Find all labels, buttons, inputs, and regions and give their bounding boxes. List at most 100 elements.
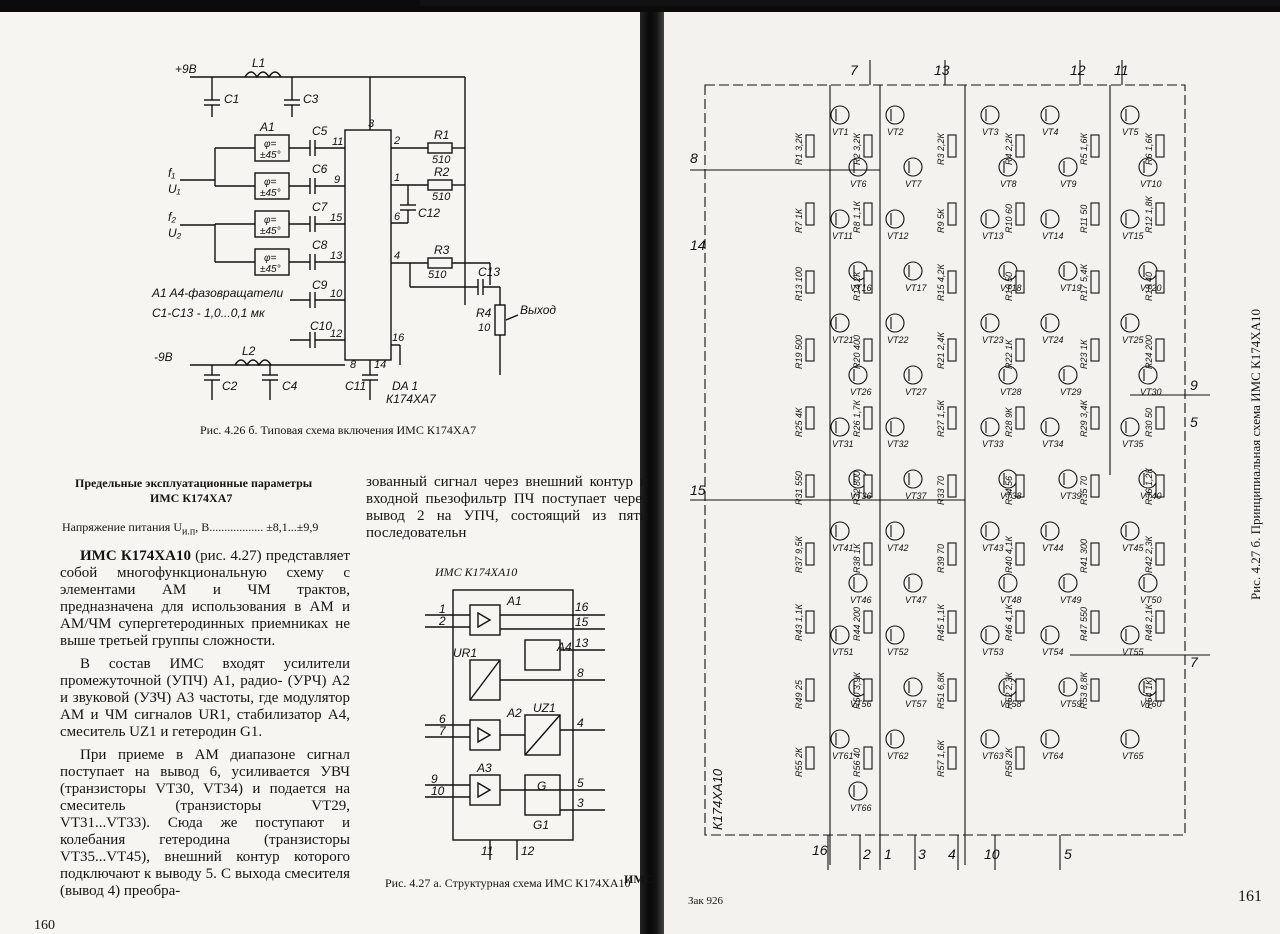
resistor xyxy=(947,678,957,702)
transistor-label: VT55 xyxy=(1122,647,1145,657)
resistor xyxy=(947,746,957,770)
figure-4-27a-block-diagram: A1 A2 A3 UR1 A4 UZ1 G G1 1 2 6 7 9 10 16… xyxy=(425,589,605,860)
transistor-vt11 xyxy=(830,209,850,229)
resistor xyxy=(1090,678,1100,702)
block-uz1: UZ1 xyxy=(533,701,556,715)
resistor-label: R22 1К xyxy=(1004,339,1014,369)
resistor-label: R36 1,2К xyxy=(1144,467,1154,505)
deg-2: ±45° xyxy=(260,188,281,199)
block-a2: A2 xyxy=(506,706,522,720)
p1-text: (рис. 4.27) представляет собой многофунк… xyxy=(60,548,350,649)
resistor xyxy=(1015,134,1025,158)
label-c11: C11 xyxy=(345,379,366,393)
block-g: G xyxy=(537,779,546,793)
transistor-vt55 xyxy=(1120,625,1140,645)
pin427-13: 13 xyxy=(575,636,589,650)
resistor xyxy=(863,746,873,770)
resistor-label: R48 2,1К xyxy=(1144,603,1154,641)
resistor-label: R27 1,5К xyxy=(936,399,946,437)
resistor xyxy=(863,270,873,294)
resistor-label: R12 1,8К xyxy=(1144,195,1154,233)
label-c8: C8 xyxy=(312,238,328,252)
resistor-label: R49 25 xyxy=(794,679,804,709)
transistor-vt7 xyxy=(903,157,923,177)
resistor-label: R3 2,2К xyxy=(936,132,946,165)
resistor-label: R35 70 xyxy=(1079,476,1089,505)
paragraph-2: В состав ИМС входят усилители промежуточ… xyxy=(60,656,350,740)
pin-13: 13 xyxy=(330,250,343,262)
transistor-label: VT38 xyxy=(1000,491,1022,501)
transistor-label: VT16 xyxy=(850,283,872,293)
pin-10: 10 xyxy=(330,288,343,300)
resistor xyxy=(1015,474,1025,498)
transistor-vt4 xyxy=(1040,105,1060,125)
pin-top-13: 13 xyxy=(934,62,950,78)
pin-top-12: 12 xyxy=(1070,62,1086,78)
transistor-label: VT56 xyxy=(850,699,872,709)
transistor-label: VT8 xyxy=(1000,179,1017,189)
pin-1: 1 xyxy=(394,172,400,184)
transistor-vt49 xyxy=(1058,573,1078,593)
transistor-label: VT2 xyxy=(887,127,904,137)
pin-12: 12 xyxy=(330,328,342,340)
resistor-label: R42 2,3К xyxy=(1144,535,1154,573)
resistor-label: R55 2К xyxy=(794,747,804,777)
fig427a-title: ИМС К174ХА10 xyxy=(435,565,518,579)
resistor-label: R18 40 xyxy=(1144,272,1154,301)
resistor-label: R32 800 xyxy=(852,471,862,505)
limits-value: , В.................. ±8,1...±9,9 xyxy=(195,520,319,534)
resistor xyxy=(1090,474,1100,498)
transistor-label: VT50 xyxy=(1140,595,1162,605)
transistor-vt24 xyxy=(1040,313,1060,333)
pin-4: 4 xyxy=(394,250,400,262)
limits-sub: и.п xyxy=(182,526,196,538)
resistor-label: R6 1,6К xyxy=(1144,132,1154,165)
transistor-label: VT3 xyxy=(982,127,999,137)
transistor-label: VT25 xyxy=(1122,335,1145,345)
resistor xyxy=(1015,338,1025,362)
transistor-vt25 xyxy=(1120,313,1140,333)
pin-15: 15 xyxy=(330,212,343,224)
resistor-label: R38 1К xyxy=(852,543,862,573)
block-a1: A1 xyxy=(506,594,522,608)
label-u1: U₁ xyxy=(168,182,181,196)
transistor-vt53 xyxy=(980,625,1000,645)
resistor xyxy=(863,134,873,158)
limits-title: Предельные эксплуатационные параметры xyxy=(75,476,313,490)
resistor-label: R19 500 xyxy=(794,335,804,369)
phi-4: φ= xyxy=(264,253,277,264)
resistor-label: R46 4,1К xyxy=(1004,603,1014,641)
phi-1: φ= xyxy=(264,139,277,150)
resistor-label: R33 70 xyxy=(936,476,946,505)
resistor-label: R13 100 xyxy=(794,267,804,301)
transistor-label: VT49 xyxy=(1060,595,1082,605)
transistor-vt61 xyxy=(830,729,850,749)
transistor-label: VT45 xyxy=(1122,543,1145,553)
resistor-label: R14 2К xyxy=(852,271,862,301)
transistor-label: VT44 xyxy=(1042,543,1064,553)
label-minus9: -9В xyxy=(154,350,173,364)
resistor xyxy=(1015,678,1025,702)
transistor-vt1 xyxy=(830,105,850,125)
caption-fig-4-27a: Рис. 4.27 а. Структурная схема ИМС К174Х… xyxy=(385,876,631,890)
print-stamp: Зак 926 xyxy=(688,895,723,907)
val-r2: 510 xyxy=(432,191,451,203)
resistor-label: R30 50 xyxy=(1144,408,1154,437)
transistor-label: VT61 xyxy=(832,751,854,761)
transistor-vt8 xyxy=(998,157,1018,177)
resistor xyxy=(1090,610,1100,634)
resistor xyxy=(1090,270,1100,294)
resistor xyxy=(805,134,815,158)
transistor-label: VT6 xyxy=(850,179,867,189)
resistor xyxy=(805,474,815,498)
transistor-vt10 xyxy=(1138,157,1158,177)
deg-4: ±45° xyxy=(260,264,281,275)
resistor-label: R54 1К xyxy=(1144,679,1154,709)
transistor-vt64 xyxy=(1040,729,1060,749)
transistor-vt33 xyxy=(980,417,1000,437)
transistor-label: VT32 xyxy=(887,439,909,449)
label-r1: R1 xyxy=(434,128,449,142)
deg-1: ±45° xyxy=(260,150,281,161)
figure-4-26-schematic: +9В L1 C1 C3 A1 φ= ±45° φ= ±45° φ= ±45° … xyxy=(151,56,556,406)
transistor-vt62 xyxy=(885,729,905,749)
